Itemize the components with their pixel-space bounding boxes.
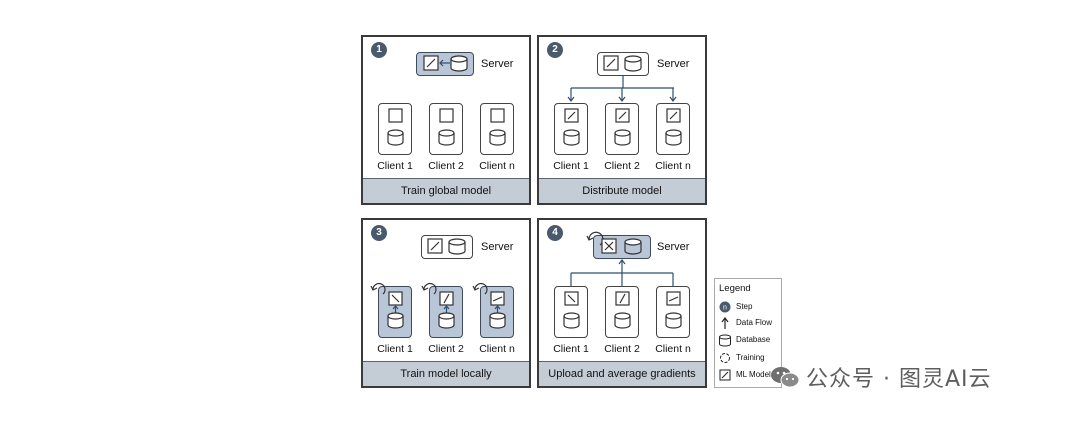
client-label-n: Client n [655,343,691,355]
ml-model-icon [719,369,731,381]
legend-label: Data Flow [736,318,773,327]
server-icons [603,55,642,72]
client-label-2: Client 2 [428,343,464,355]
step-badge: 4 [547,225,563,241]
legend-title: Legend [719,283,751,294]
client-label-2: Client 2 [428,160,464,172]
client-label-1: Client 1 [377,343,413,355]
server-label: Server [481,241,514,253]
legend-label: Training [736,353,765,362]
step-badge: 1 [371,42,387,58]
legend-label: ML Model [736,370,771,379]
client-label-n: Client n [655,160,691,172]
panel-2: 2 Server [537,35,707,205]
distribution-arrows [567,76,677,102]
client-label-2: Client 2 [604,160,640,172]
client-icons [370,282,506,329]
step-badge: 3 [371,225,387,241]
upload-arrows [570,259,674,286]
watermark-text: 公众号 · 图灵AI云 [806,367,992,392]
panel-4: 4 Server [537,218,707,388]
server-icons [427,238,466,255]
client-icons [563,291,682,329]
client-icons [387,108,506,146]
panel-caption: Train global model [363,178,529,203]
server-label: Server [481,58,514,70]
client-label-1: Client 1 [553,160,589,172]
watermark: 公众号 · 图灵AI云 [770,362,992,392]
data-flow-icon [721,317,729,329]
panel-1: 1 Server Client 1 Client 2 Client n T [361,35,531,205]
client-label-n: Client n [479,343,515,355]
training-icon [720,353,730,363]
panel-caption: Distribute model [539,178,705,203]
panel-caption: Upload and average gradients [539,361,705,386]
step-badge: 2 [547,42,563,58]
legend-label: Step [736,302,753,311]
client-label-1: Client 1 [377,160,413,172]
server-label: Server [657,241,690,253]
client-label-2: Client 2 [604,343,640,355]
client-box-1 [378,103,412,155]
step-badge-text: n [723,305,727,312]
panel-3: 3 Server [361,218,531,388]
client-label-1: Client 1 [553,343,589,355]
server-icons [423,55,468,72]
legend-label: Database [736,335,771,344]
server-label: Server [657,58,690,70]
database-icon [719,334,731,347]
server-icons [586,231,642,255]
client-label-n: Client n [479,160,515,172]
client-icons [563,108,682,146]
wechat-icon [771,367,800,388]
step-icon: n [719,301,731,313]
legend: Legend n Step Data Flow Database Trainin… [714,278,782,388]
panel-caption: Train model locally [363,361,529,386]
